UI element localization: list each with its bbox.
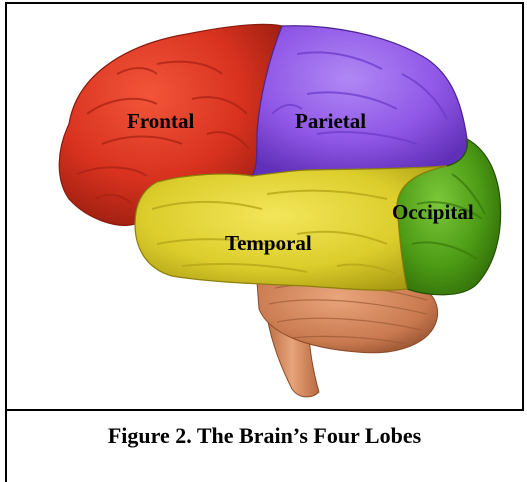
- brain-illustration: Frontal Parietal Occipital Temporal: [7, 4, 522, 409]
- label-parietal: Parietal: [295, 109, 366, 133]
- label-frontal: Frontal: [127, 109, 194, 133]
- label-temporal: Temporal: [225, 231, 312, 255]
- figure-caption: Figure 2. The Brain’s Four Lobes: [7, 411, 522, 461]
- label-occipital: Occipital: [392, 200, 474, 224]
- frame-border-right: [522, 2, 524, 411]
